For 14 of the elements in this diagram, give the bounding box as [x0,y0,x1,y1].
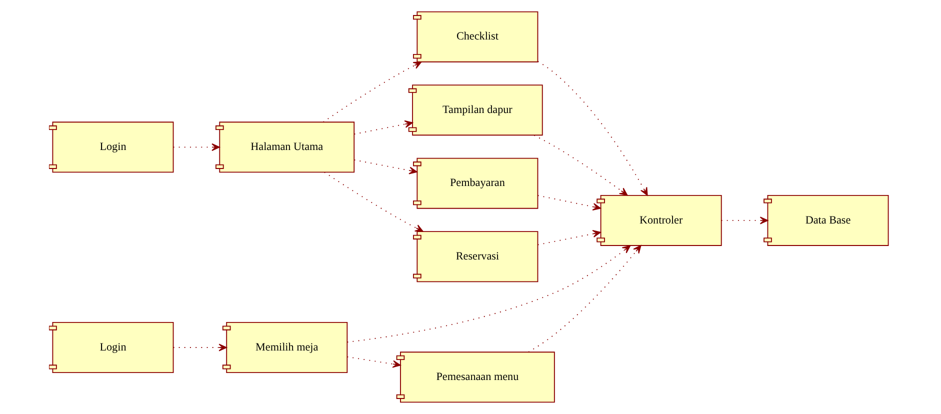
arrow [537,195,601,211]
arrow [537,60,648,196]
arrow [346,356,401,368]
arrow [324,172,424,232]
arrow [172,143,220,151]
arrow [322,62,422,122]
arrow [534,134,628,196]
arrow [720,216,768,224]
arrow [172,344,227,352]
arrow [346,245,631,343]
arrow [528,245,642,352]
arrow [354,120,413,135]
arrow [537,230,601,246]
arrow [354,159,418,174]
